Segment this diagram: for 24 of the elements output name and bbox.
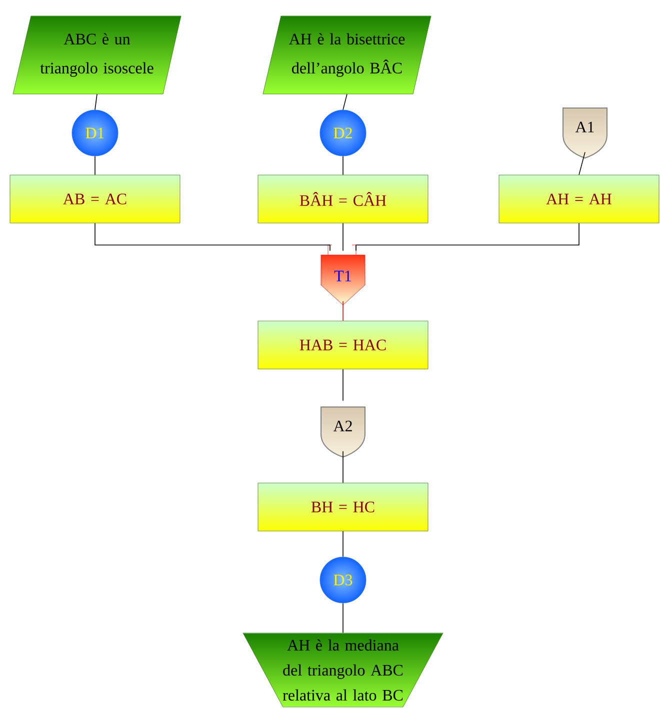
theorem-pentagon: T1 [320,244,366,306]
input-parallelogram: ABC è un triangolo isoscele [12,16,182,94]
axiom-shield: A2 [320,406,366,458]
connector-line [342,450,344,484]
connector-line [342,300,344,322]
statement-box: BH = HC [258,482,428,532]
connector-line [94,222,330,252]
input-parallelogram: AH è la bisettrice dell’angolo BÂC [262,16,432,94]
connector-line [356,222,580,252]
statement-box: BÂH = CÂH [258,174,428,224]
connector-line [342,156,344,176]
connector-line [342,368,344,402]
connector-line [342,222,344,252]
connector-line [94,94,98,110]
connector-line [342,602,344,634]
statement-box: AH = AH [498,174,660,224]
connector-line [342,94,348,110]
axiom-shield: A1 [562,108,608,158]
connector-line [94,156,96,176]
connector-line [578,152,586,176]
output-trapezoid: AH è la mediana del triangolo ABC relativa al lato BC [242,632,444,708]
connector-line [342,530,344,558]
statement-box: HAB = HAC [258,320,428,370]
statement-box: AB = AC [10,174,180,224]
